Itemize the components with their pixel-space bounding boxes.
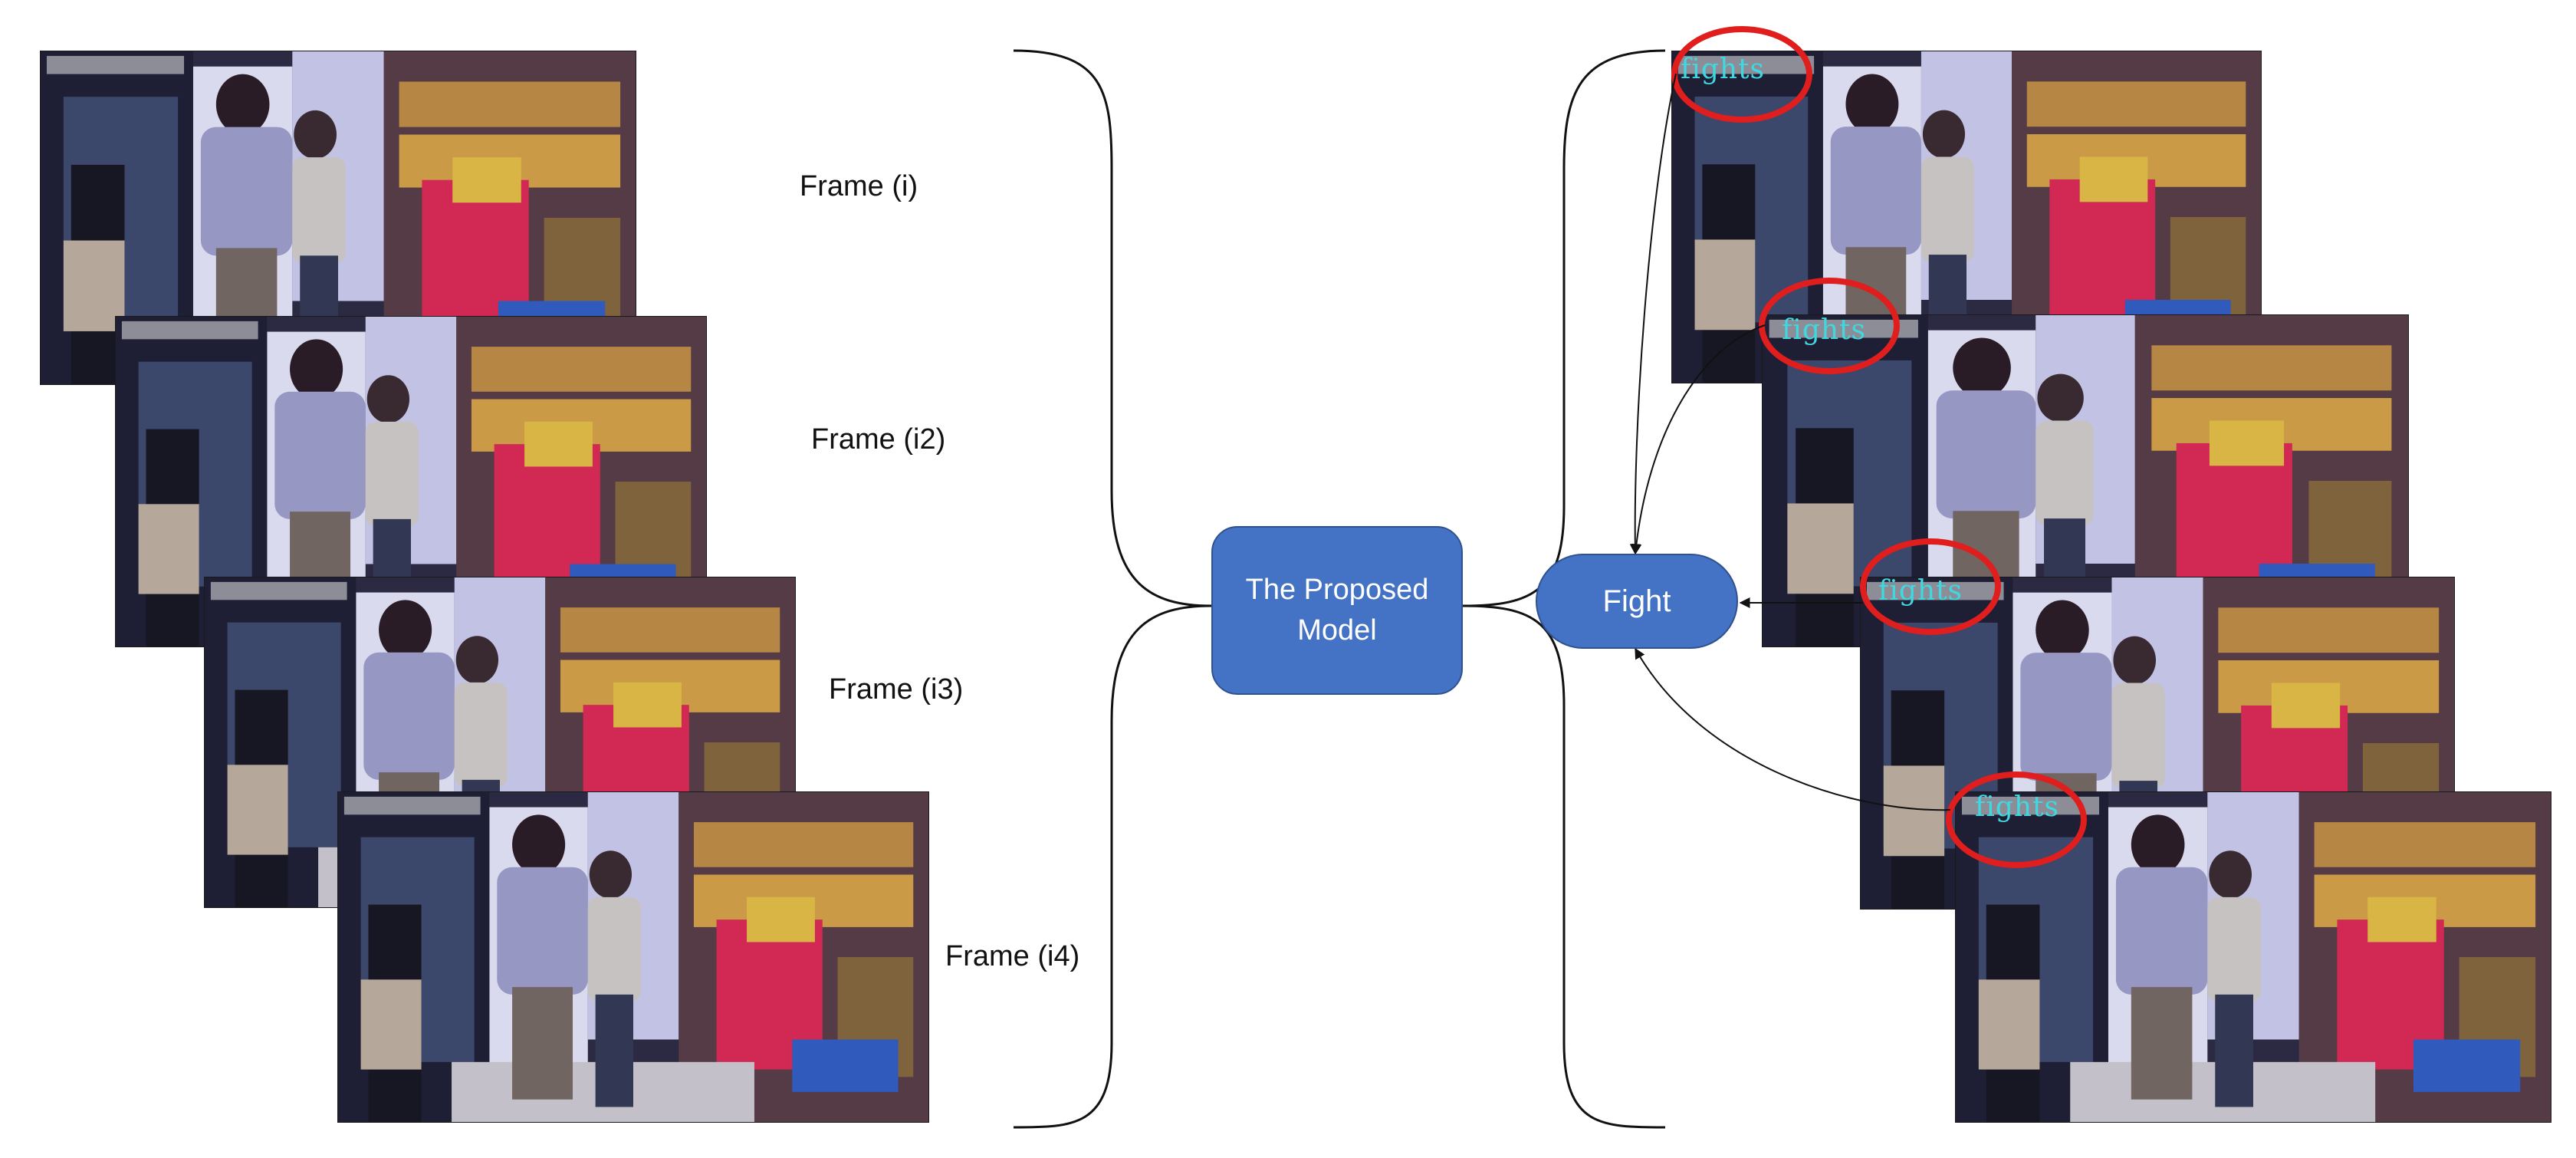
frame-label-2: Frame (i2) <box>811 423 946 456</box>
highlight-ring-3 <box>1860 538 2001 635</box>
highlight-ring-2 <box>1759 278 1900 374</box>
fight-output-node: Fight <box>1536 554 1738 649</box>
highlight-ring-4 <box>1946 771 2087 868</box>
proposed-model-node: The Proposed Model <box>1211 526 1463 695</box>
highlight-ring-1 <box>1671 26 1812 123</box>
frame-label-3: Frame (i3) <box>829 673 964 706</box>
frame-label-1: Frame (i) <box>800 170 918 202</box>
input-frame-4 <box>337 791 929 1123</box>
output-frame-4 <box>1955 791 2551 1123</box>
arrow-tag1-to-fight <box>1629 73 1677 555</box>
proposed-model-label: The Proposed Model <box>1245 573 1429 646</box>
cctv-frame-image <box>338 792 928 1122</box>
fight-output-label: Fight <box>1602 584 1671 618</box>
frame-label-4: Frame (i4) <box>945 940 1080 972</box>
